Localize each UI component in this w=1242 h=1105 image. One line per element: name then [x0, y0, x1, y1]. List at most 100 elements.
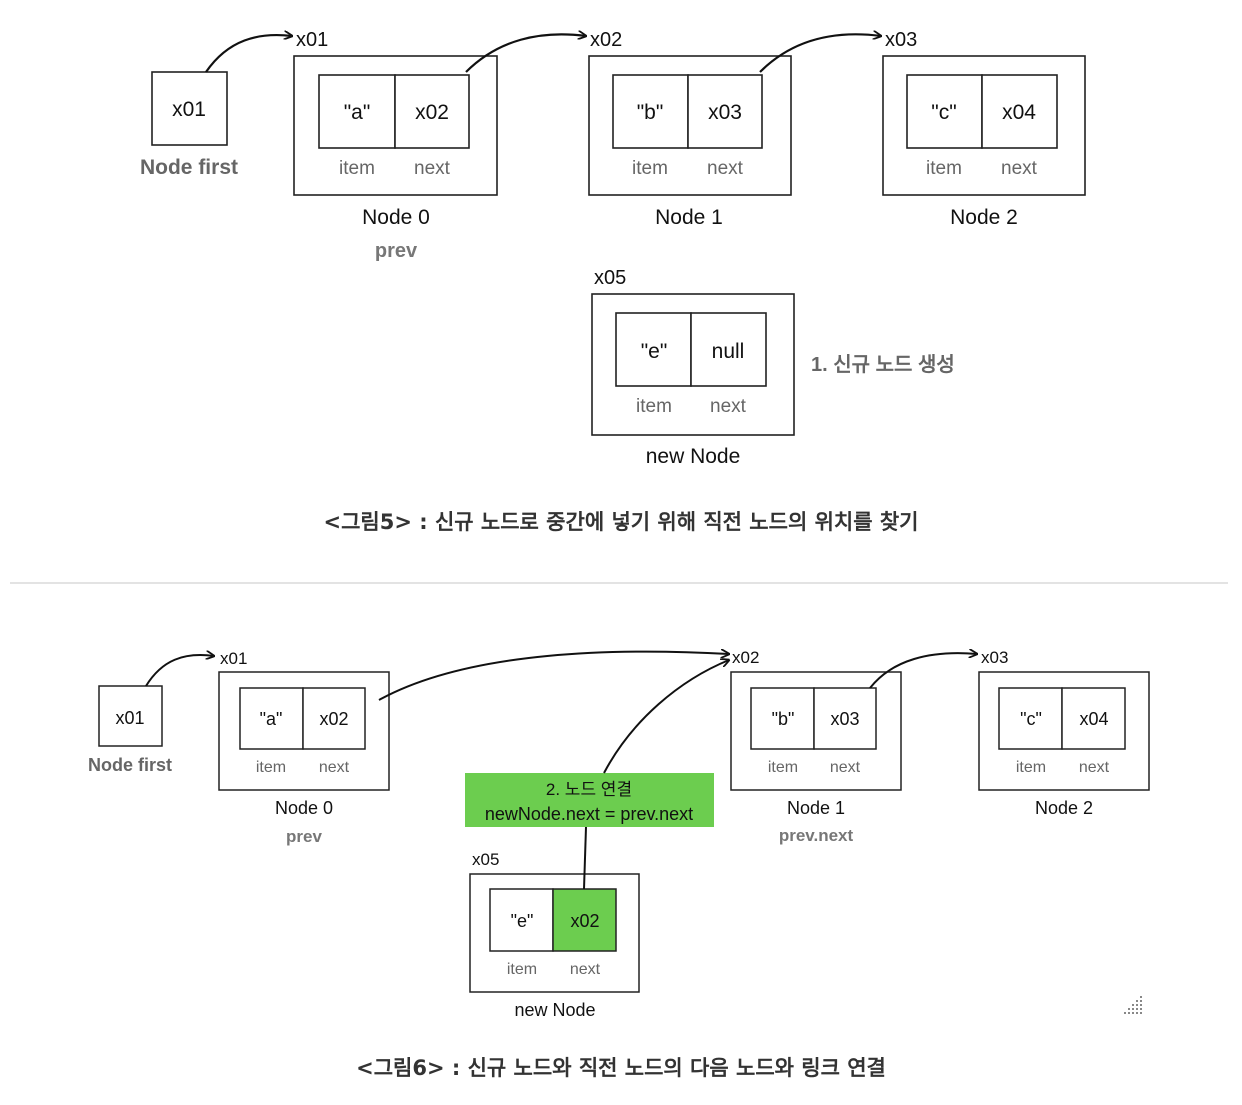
arrow-node1-to-node2 [759, 34, 881, 73]
fig6-node2-item-cell [998, 687, 1063, 750]
fig6-arrow-note-to-node1 [603, 660, 729, 774]
new-node-address: x05 [594, 267, 626, 289]
fig6-new-node-next-value: x02 [570, 911, 599, 931]
node1-item-cell [612, 74, 689, 149]
node2: x03 "c" x04 item next Node 2 [882, 29, 1086, 229]
fig6-node1-next-cell [813, 687, 877, 750]
fig6-node1-name: Node 1 [787, 798, 845, 818]
fig6-new-node-item-label: item [507, 961, 537, 978]
figure6-caption: <그림6> : 신규 노드와 직전 노드의 다음 노드와 링크 연결 [356, 1056, 886, 1080]
fig6-link-newnode-to-note [583, 826, 587, 890]
node1-item-label: item [632, 158, 668, 179]
fig6-node0-next-label: next [319, 759, 350, 776]
node0-next-label: next [414, 158, 451, 179]
fig6-node1-role: prev.next [779, 826, 854, 845]
step1-note: 1. 신규 노드 생성 [811, 353, 955, 376]
step2-note: 2. 노드 연결 newNode.next = prev.next [465, 773, 714, 827]
node1-item-value: "b" [637, 101, 664, 124]
node2-address: x03 [885, 29, 917, 51]
node0-role: prev [375, 240, 418, 262]
new-node-item-cell [615, 312, 692, 387]
fig6-first-pointer-label: Node first [88, 755, 172, 775]
fig6-new-node-name: new Node [514, 1000, 595, 1020]
node2-item-value: "c" [931, 101, 956, 124]
fig6-node1-address: x02 [732, 648, 759, 667]
node0-address: x01 [296, 29, 328, 51]
fig6-node2-next-cell [1061, 687, 1126, 750]
fig6-first-pointer-value: x01 [115, 708, 144, 728]
arrow-node0-to-node1 [465, 34, 586, 73]
node0-item-label: item [339, 158, 375, 179]
node0-item-cell [318, 74, 396, 149]
fig6-node0-next-value: x02 [319, 709, 348, 729]
fig6-node2-next-value: x04 [1079, 709, 1108, 729]
fig6-new-node-next-cell [552, 888, 617, 952]
node2-item-cell [906, 74, 983, 149]
figure5-caption: <그림5> : 신규 노드로 중간에 넣기 위해 직전 노드의 위치를 찾기 [323, 510, 919, 534]
node2-next-value: x04 [1002, 101, 1036, 124]
node1-address: x02 [590, 29, 622, 51]
fig6-new-node-item-cell [489, 888, 554, 952]
fig6-arrow-first-to-node0 [145, 655, 214, 687]
node2-next-cell [981, 74, 1058, 149]
arrow-first-to-node0 [205, 35, 292, 73]
new-node-name: new Node [646, 445, 741, 468]
fig6-first-pointer-box: x01 Node first [88, 685, 172, 775]
fig6-node2-next-label: next [1079, 759, 1110, 776]
node2-item-label: item [926, 158, 962, 179]
fig6-node1-item-value: "b" [772, 709, 795, 729]
node1-next-label: next [707, 158, 744, 179]
fig6-node2-address: x03 [981, 648, 1008, 667]
new-node-next-label: next [710, 396, 747, 417]
figure5: x01 Node first x01 "a" x02 item next Nod… [140, 29, 1086, 468]
fig6-node0-item-label: item [256, 759, 286, 776]
first-pointer-label: Node first [140, 156, 238, 179]
fig6-node0-next-cell [302, 687, 366, 750]
fig6-node0-name: Node 0 [275, 798, 333, 818]
fig6-node0-item-value: "a" [260, 709, 283, 729]
node1-next-value: x03 [708, 101, 742, 124]
section-divider [10, 582, 1228, 584]
fig6-node0-role: prev [286, 827, 322, 846]
node0-item-value: "a" [344, 101, 371, 124]
node0: x01 "a" x02 item next Node 0 prev [293, 29, 498, 262]
node2-name: Node 2 [950, 206, 1018, 229]
fig6-new-node-item-value: "e" [511, 911, 534, 931]
figure6: x01 Node first x01 "a" x02 item next Nod… [88, 648, 1150, 1020]
fig6-new-node-next-label: next [570, 961, 601, 978]
node1: x02 "b" x03 item next Node 1 [588, 29, 792, 229]
node2-next-label: next [1001, 158, 1038, 179]
node0-next-cell [394, 74, 470, 149]
fig6-node1-next-label: next [830, 759, 861, 776]
new-node-item-value: "e" [641, 340, 668, 363]
node0-next-value: x02 [415, 101, 449, 124]
fig6-node0: x01 "a" x02 item next Node 0 prev [218, 649, 390, 846]
new-node-item-label: item [636, 396, 672, 417]
step2-note-title: 2. 노드 연결 [546, 780, 632, 799]
fig6-node0-item-cell [239, 687, 304, 750]
first-pointer-box: x01 Node first [140, 71, 238, 179]
fig6-new-node: x05 "e" x02 item next new Node [469, 850, 640, 1020]
fig6-new-node-address: x05 [472, 850, 499, 869]
fig6-arrow-node1-to-node2 [869, 653, 977, 689]
fig6-node1-item-label: item [768, 759, 798, 776]
new-node-next-value: null [712, 340, 745, 363]
new-node-next-cell [690, 312, 767, 387]
resize-grip-icon [1124, 996, 1142, 1014]
node1-next-cell [687, 74, 763, 149]
fig6-node2-item-value: "c" [1020, 709, 1042, 729]
fig6-node1: x02 "b" x03 item next Node 1 prev.next [730, 648, 902, 845]
fig6-node2: x03 "c" x04 item next Node 2 [978, 648, 1150, 818]
first-pointer-value: x01 [172, 98, 206, 121]
node1-name: Node 1 [655, 206, 723, 229]
fig6-node2-item-label: item [1016, 759, 1046, 776]
fig6-node1-next-value: x03 [830, 709, 859, 729]
fig6-arrow-node0-to-node1 [378, 652, 729, 701]
node0-name: Node 0 [362, 206, 430, 229]
step2-note-code: newNode.next = prev.next [485, 804, 693, 824]
fig6-node2-name: Node 2 [1035, 798, 1093, 818]
fig6-node0-address: x01 [220, 649, 247, 668]
new-node: x05 "e" null item next new Node [591, 267, 795, 468]
